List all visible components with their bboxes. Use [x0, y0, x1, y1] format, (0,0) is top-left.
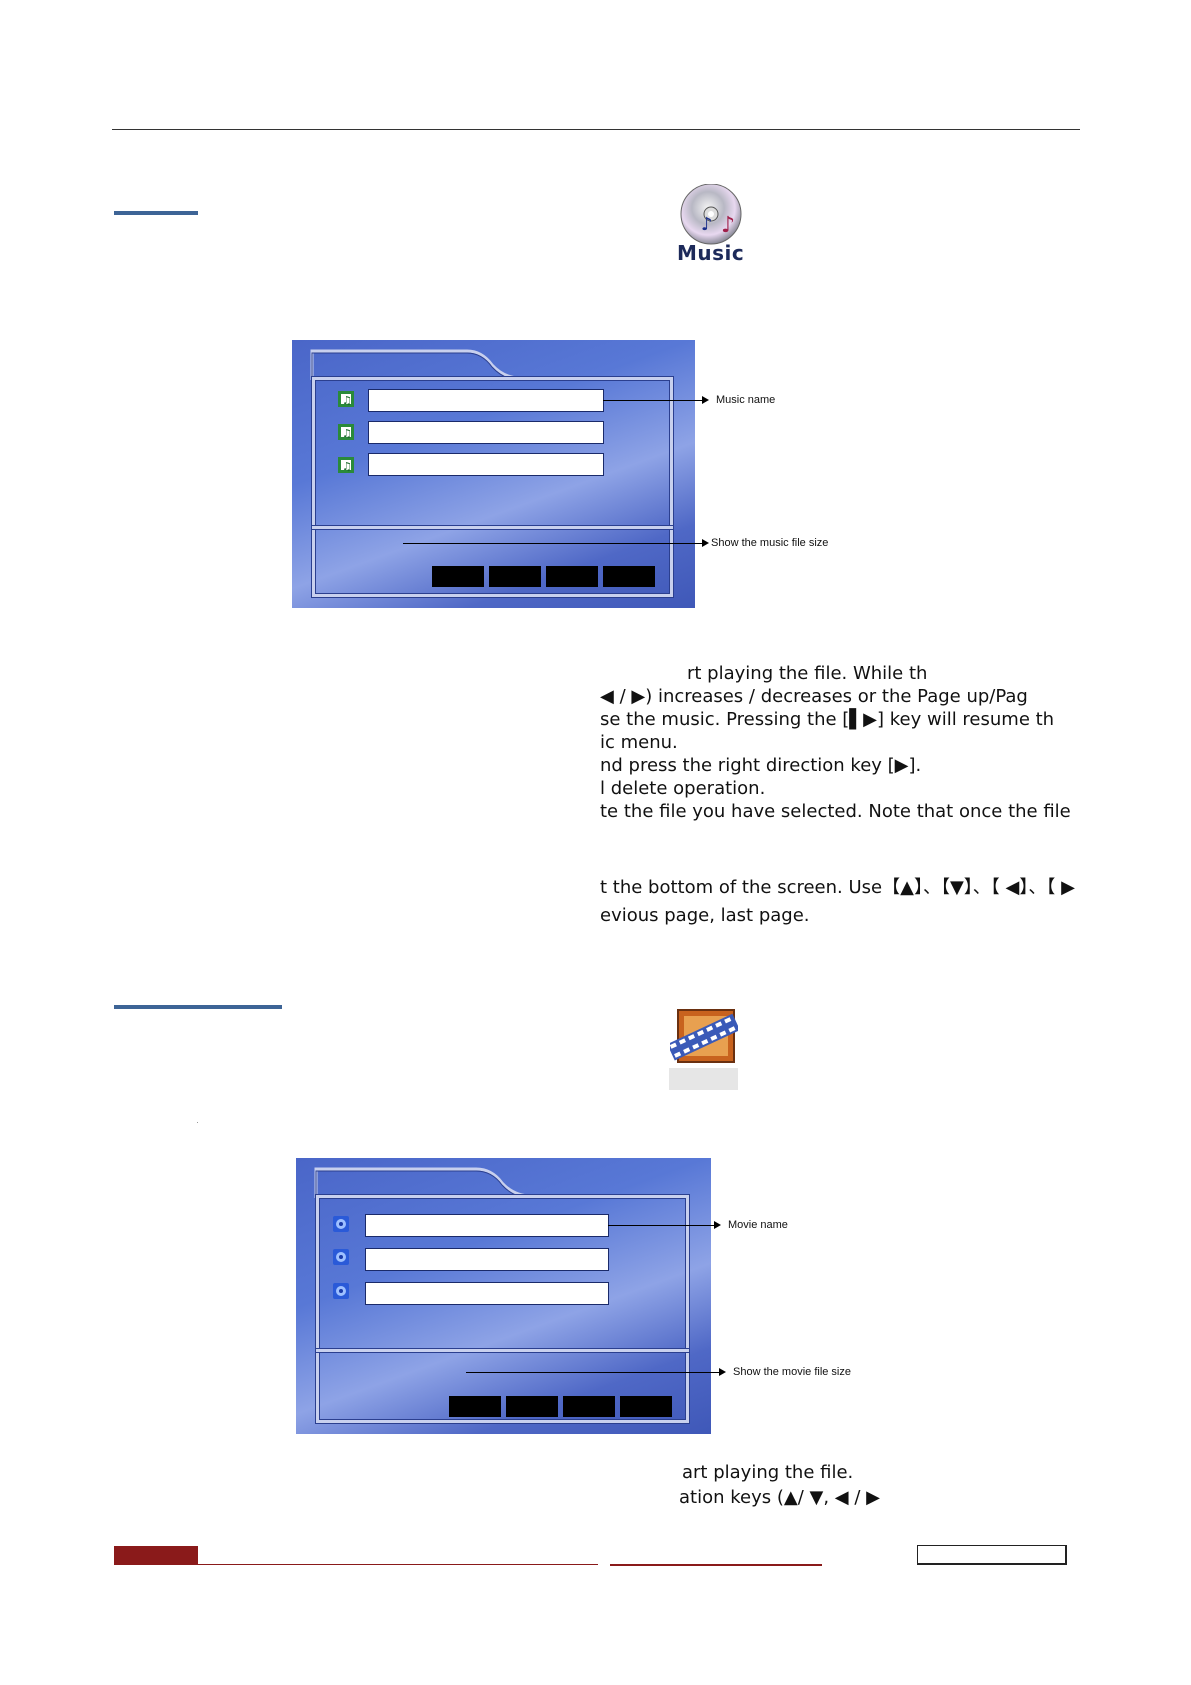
svg-text:♫: ♫ [342, 427, 352, 440]
music-instruction-line: ◀ / ▶) increases / decreases or the Page… [600, 686, 1028, 707]
music-icon-label: Music [677, 241, 745, 265]
music-size-annotation: Show the music file size [711, 537, 829, 549]
movie-file-icon [333, 1283, 349, 1299]
music-file-row[interactable] [368, 389, 604, 412]
svg-text:♫: ♫ [342, 394, 352, 407]
music-file-icon: ♫ [338, 457, 354, 473]
footer-page-box [917, 1545, 1067, 1565]
music-panel-frame [312, 377, 673, 597]
movie-panel-frame [316, 1195, 689, 1423]
music-file-icon: ♫ [338, 391, 354, 407]
music-name-annotation: Music name [716, 394, 776, 406]
music-function-button[interactable] [432, 566, 484, 587]
music-instruction-line: nd press the right direction key [▶]. [600, 755, 922, 776]
music-section-heading-bar [114, 211, 198, 215]
movie-file-row[interactable] [365, 1214, 609, 1237]
music-instruction-line: ic menu. [600, 732, 678, 753]
movie-file-icon [333, 1249, 349, 1265]
movie-name-pointer [608, 1225, 715, 1226]
music-function-button[interactable] [546, 566, 598, 587]
music-size-arrowhead [702, 539, 709, 547]
movie-file-icon [333, 1216, 349, 1232]
movie-panel-divider [316, 1349, 689, 1352]
music-function-button[interactable] [489, 566, 541, 587]
movie-function-button[interactable] [449, 1396, 501, 1417]
movie-function-button[interactable] [506, 1396, 558, 1417]
stray-mark [197, 1122, 198, 1123]
movie-section-heading-bar [114, 1005, 282, 1009]
music-name-arrowhead [702, 396, 709, 404]
music-file-icon: ♫ [338, 424, 354, 440]
footer-accent-block [114, 1546, 198, 1565]
movie-browser-panel [296, 1158, 711, 1434]
movie-file-row[interactable] [365, 1248, 609, 1271]
music-file-row[interactable] [368, 453, 604, 476]
movie-film-icon [667, 1008, 741, 1066]
music-size-pointer [403, 543, 703, 544]
movie-size-annotation: Show the movie file size [733, 1366, 851, 1378]
movie-file-row[interactable] [365, 1282, 609, 1305]
music-instruction-line: l delete operation. [600, 778, 766, 799]
movie-icon-label-area [669, 1068, 738, 1090]
movie-function-button[interactable] [620, 1396, 672, 1417]
svg-text:♫: ♫ [342, 460, 352, 473]
footer-rule-right [610, 1564, 822, 1566]
svg-text:♪: ♪ [721, 213, 735, 238]
music-panel-divider [312, 526, 673, 529]
music-function-button[interactable] [603, 566, 655, 587]
movie-name-annotation: Movie name [728, 1219, 788, 1231]
music-instruction-line: t the bottom of the screen. Use【▲】、【▼】、【… [600, 877, 1075, 898]
movie-name-arrowhead [714, 1221, 721, 1229]
movie-instruction-line: art playing the file. [682, 1462, 854, 1483]
movie-size-pointer [466, 1372, 720, 1373]
header-rule [112, 129, 1080, 130]
music-instruction-line: se the music. Pressing the [▌▶] key will… [600, 709, 1055, 730]
music-instruction-line: rt playing the file. While th [687, 663, 928, 684]
music-file-row[interactable] [368, 421, 604, 444]
music-name-pointer [603, 400, 703, 401]
music-instruction-line: evious page, last page. [600, 905, 810, 926]
music-cd-icon: ♪ ♪ [675, 183, 755, 264]
music-browser-panel: ♫ ♫ ♫ [292, 340, 695, 608]
movie-size-arrowhead [719, 1368, 726, 1376]
movie-function-button[interactable] [563, 1396, 615, 1417]
footer-rule [198, 1564, 598, 1565]
svg-text:♪: ♪ [701, 214, 713, 235]
movie-instruction-line: ation keys (▲/ ▼, ◀ / ▶ [679, 1487, 880, 1508]
music-instruction-line: te the file you have selected. Note that… [600, 801, 1071, 822]
